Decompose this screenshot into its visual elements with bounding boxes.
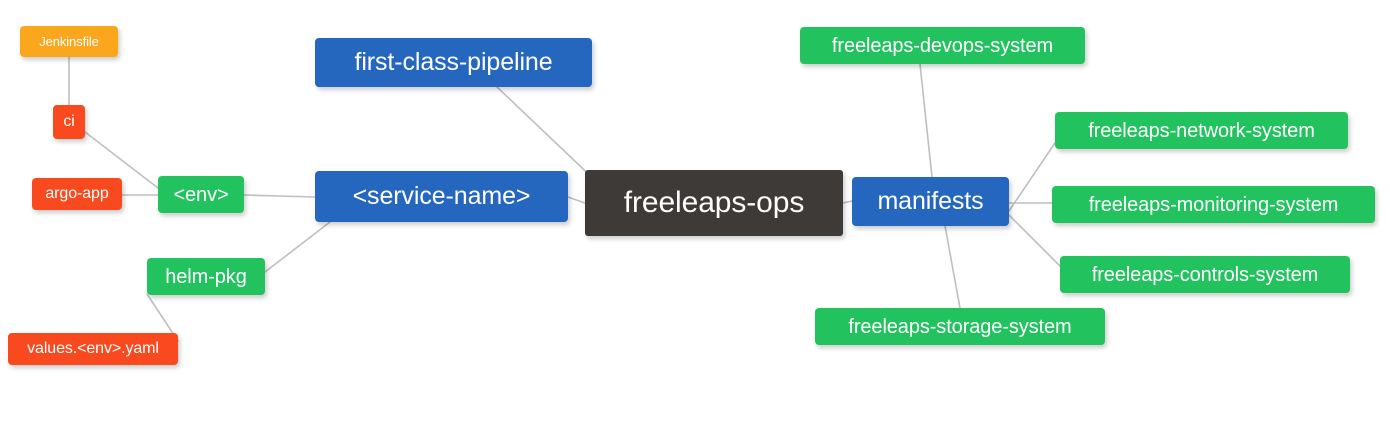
mindmap-node-freeleaps-devops-system[interactable]: freeleaps-devops-system xyxy=(800,27,1085,64)
mindmap-node-label: freeleaps-devops-system xyxy=(831,34,1054,57)
mindmap-node-label: freeleaps-ops xyxy=(623,186,805,219)
mindmap-node-env[interactable]: <env> xyxy=(158,176,244,213)
mindmap-edge-service-name-to-env xyxy=(243,194,316,198)
mindmap-node-label: first-class-pipeline xyxy=(354,48,553,76)
mindmap-node-label: values.<env>.yaml xyxy=(27,340,159,357)
mindmap-node-values-env-yaml[interactable]: values.<env>.yaml xyxy=(8,333,178,365)
mindmap-edge-manifests-to-freeleaps-network-system xyxy=(1008,142,1056,212)
mindmap-edge-service-name-to-helm-pkg xyxy=(264,221,331,273)
mindmap-node-label: freeleaps-monitoring-system xyxy=(1088,193,1339,216)
mindmap-node-freeleaps-monitoring-system[interactable]: freeleaps-monitoring-system xyxy=(1052,186,1375,223)
mindmap-node-jenkinsfile[interactable]: Jenkinsfile xyxy=(20,26,118,57)
mindmap-edge-root-to-service-name xyxy=(567,196,586,204)
mindmap-node-label: manifests xyxy=(877,187,984,215)
mindmap-node-argo-app[interactable]: argo-app xyxy=(32,178,122,210)
mindmap-edge-manifests-to-freeleaps-storage-system xyxy=(944,225,961,309)
mindmap-node-freeleaps-controls-system[interactable]: freeleaps-controls-system xyxy=(1060,256,1350,293)
mindmap-node-label: argo-app xyxy=(45,185,109,202)
mindmap-node-label: helm-pkg xyxy=(165,265,247,288)
mindmap-edge-root-to-manifests xyxy=(842,200,853,204)
mindmap-edge-manifests-to-freeleaps-devops-system xyxy=(919,63,933,178)
mindmap-node-label: freeleaps-storage-system xyxy=(848,315,1072,338)
mindmap-node-root[interactable]: freeleaps-ops xyxy=(585,170,843,236)
mindmap-node-service-name[interactable]: <service-name> xyxy=(315,171,568,222)
mindmap-node-manifests[interactable]: manifests xyxy=(852,177,1009,226)
mindmap-node-helm-pkg[interactable]: helm-pkg xyxy=(147,258,265,295)
mindmap-node-label: <env> xyxy=(173,183,229,206)
mindmap-node-freeleaps-storage-system[interactable]: freeleaps-storage-system xyxy=(815,308,1105,345)
mindmap-node-label: freeleaps-controls-system xyxy=(1091,263,1319,286)
mindmap-node-label: freeleaps-network-system xyxy=(1088,119,1315,142)
mindmap-node-ci[interactable]: ci xyxy=(53,105,85,139)
mindmap-node-label: <service-name> xyxy=(352,182,531,210)
mindmap-node-first-class-pipeline[interactable]: first-class-pipeline xyxy=(315,38,592,87)
mindmap-edge-manifests-to-freeleaps-controls-system xyxy=(1008,214,1061,267)
mindmap-node-label: ci xyxy=(63,113,75,130)
mindmap-node-label: Jenkinsfile xyxy=(39,34,99,49)
mindmap-node-freeleaps-network-system[interactable]: freeleaps-network-system xyxy=(1055,112,1348,149)
